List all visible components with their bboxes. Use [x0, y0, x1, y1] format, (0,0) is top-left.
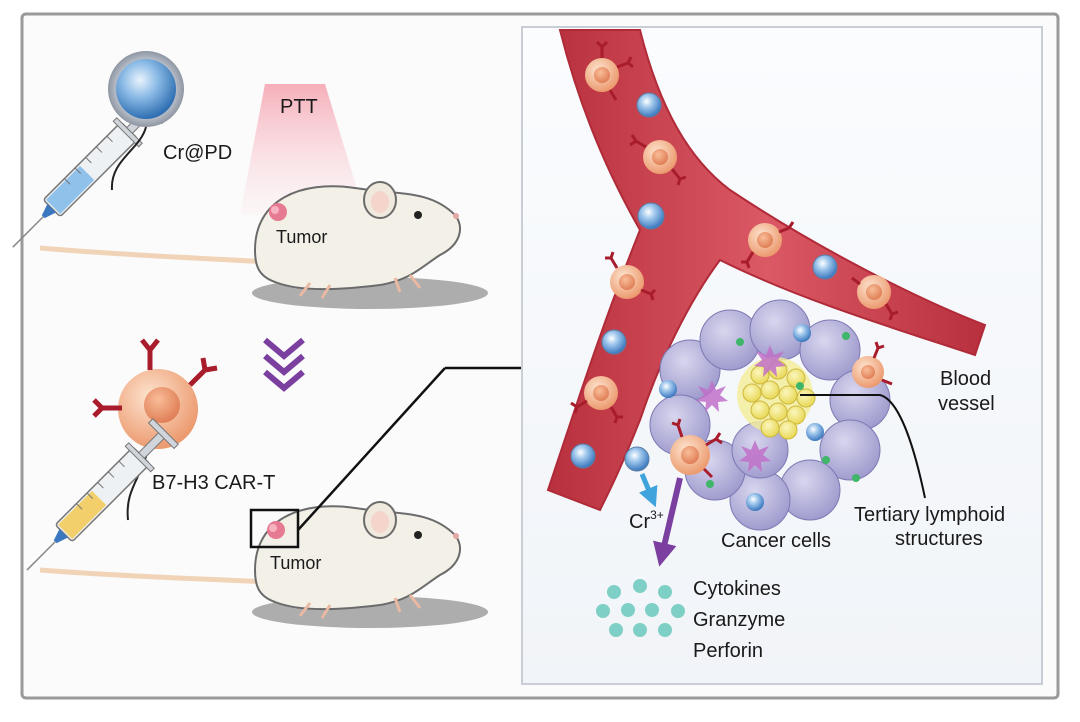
label-ptt: PTT [280, 96, 318, 118]
label-granzyme: Granzyme [693, 609, 785, 631]
top-syringe [12, 93, 167, 248]
label-blood-vessel-line2: vessel [938, 393, 995, 415]
label-tls-line2: structures [895, 528, 983, 550]
bottom-syringe [26, 418, 179, 571]
nanoparticle-pointer-line [110, 126, 147, 191]
nanoparticle-in-vessel [570, 92, 838, 469]
car-t-cell-attacking [670, 341, 893, 479]
cr-release-nanoparticle [624, 446, 650, 472]
cr-release-arrow [638, 473, 658, 508]
bottom-mouse [39, 501, 488, 628]
label-cytokines: Cytokines [693, 578, 781, 600]
zoom-line-top [297, 367, 446, 531]
label-car-t: B7-H3 CAR-T [152, 472, 275, 494]
label-tumor-bottom: Tumor [270, 553, 321, 573]
t-cell-in-vessel [570, 40, 899, 424]
label-nanoparticle: Cr@PD [163, 142, 232, 164]
label-cancer-cells: Cancer cells [721, 530, 831, 552]
label-perforin: Perforin [693, 640, 763, 662]
tls-pointer-line [800, 394, 926, 499]
cytokine-particles [596, 579, 685, 637]
top-mouse [39, 181, 488, 309]
label-tumor-top: Tumor [276, 227, 327, 247]
cr-pd-nanoparticle [108, 51, 184, 127]
label-tls-line1: Tertiary lymphoid [854, 504, 1005, 526]
ptt-light-beam [240, 84, 365, 215]
process-arrow-chevrons [263, 337, 305, 392]
label-blood-vessel-line1: Blood [940, 368, 991, 390]
label-cr-ion: Cr3+ [629, 508, 664, 533]
cytokine-release-arrow [653, 477, 683, 567]
car-t-cell-large [92, 338, 218, 449]
